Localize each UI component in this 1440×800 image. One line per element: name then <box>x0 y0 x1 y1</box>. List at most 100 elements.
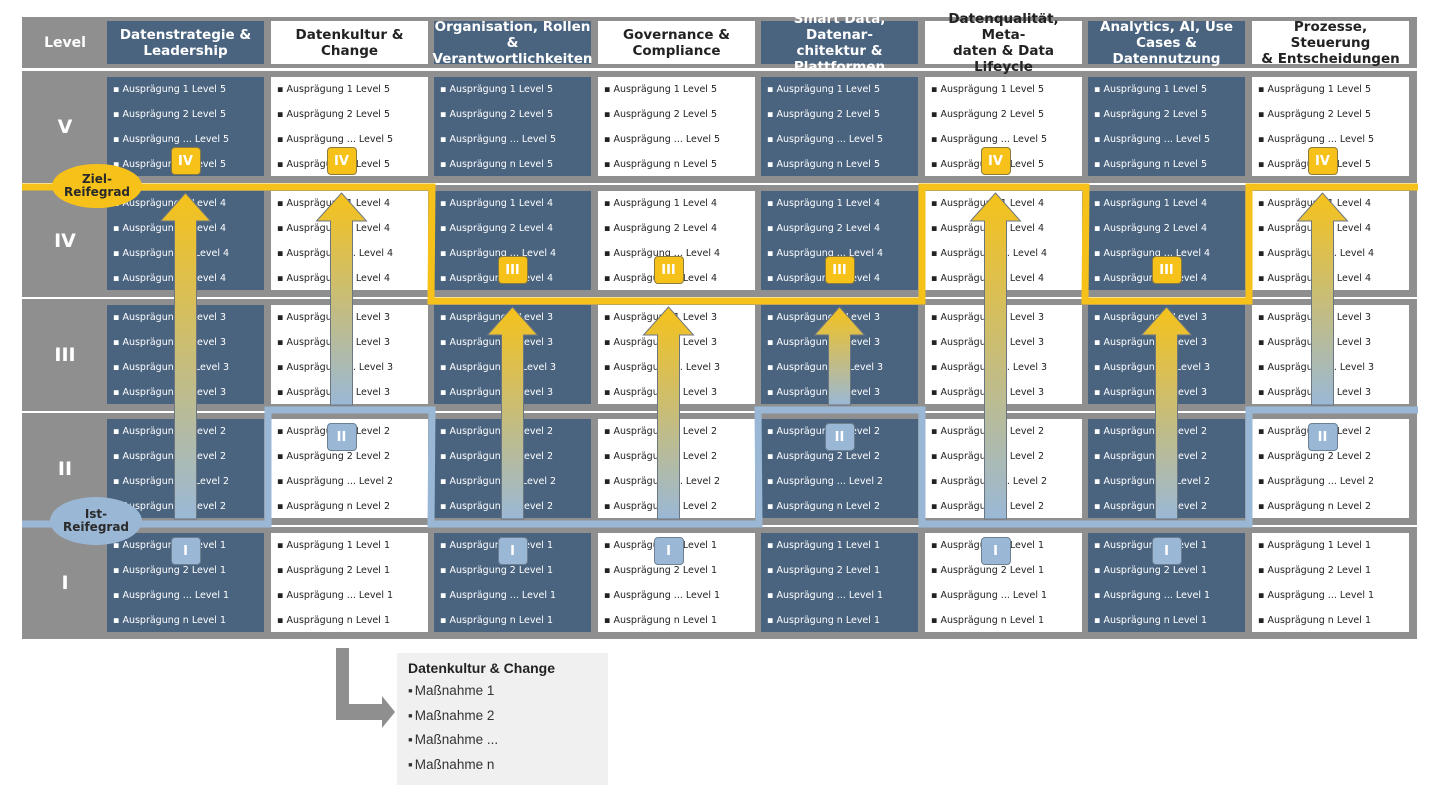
cell-item: Ausprägung 2 Level 5 <box>604 106 755 131</box>
cell-item: Ausprägung ... Level 1 <box>1094 587 1245 612</box>
maturity-step-arrow <box>642 306 695 520</box>
cell-item: Ausprägung 1 Level 5 <box>440 81 591 106</box>
cell-item: Ausprägung 2 Level 2 <box>767 448 918 473</box>
current-marker: I <box>653 537 684 565</box>
target-marker: III <box>653 256 684 284</box>
target-marker: IV <box>1307 147 1338 175</box>
cell-item: Ausprägung n Level 2 <box>277 498 428 523</box>
cell-item: Ausprägung n Level 1 <box>1258 612 1409 637</box>
target-marker: III <box>1151 256 1182 284</box>
matrix-cell: Ausprägung 1 Level 5Ausprägung 2 Level 5… <box>1088 77 1245 176</box>
column-header: Datenstrategie & Leadership <box>107 21 264 64</box>
cell-item: Ausprägung n Level 2 <box>1258 498 1409 523</box>
cell-item: Ausprägung n Level 1 <box>767 612 918 637</box>
cell-item: Ausprägung ... Level 5 <box>113 131 264 156</box>
cell-item: Ausprägung 2 Level 5 <box>440 106 591 131</box>
maturity-step-arrow <box>1140 306 1193 520</box>
cell-item: Ausprägung 2 Level 1 <box>277 562 428 587</box>
cell-item: Ausprägung 1 Level 5 <box>1258 81 1409 106</box>
current-marker: II <box>326 423 357 451</box>
cell-item: Ausprägung 1 Level 5 <box>113 81 264 106</box>
matrix-cell: Ausprägung 1 Level 1Ausprägung 2 Level 1… <box>1252 533 1409 632</box>
cell-item: Ausprägung n Level 1 <box>604 612 755 637</box>
cell-item: Ausprägung ... Level 5 <box>1258 131 1409 156</box>
cell-item: Ausprägung 1 Level 1 <box>1258 537 1409 562</box>
cell-item: Ausprägung ... Level 5 <box>931 131 1082 156</box>
cell-item: Ausprägung 1 Level 4 <box>604 195 755 220</box>
column-header: Prozesse, Steuerung & Entscheidungen <box>1252 19 1409 67</box>
cell-item: Ausprägung 1 Level 1 <box>767 537 918 562</box>
cell-item: Ausprägung ... Level 1 <box>440 587 591 612</box>
cell-item: Ausprägung 2 Level 2 <box>277 448 428 473</box>
maturity-step-arrow <box>315 192 368 406</box>
column-header: Organisation, Rollen & Verantwortlichkei… <box>432 18 593 67</box>
cell-item: Ausprägung 2 Level 5 <box>113 106 264 131</box>
cell-item: Ausprägung 2 Level 5 <box>1258 106 1409 131</box>
column-header: Governance & Compliance <box>598 21 755 64</box>
cell-item: Ausprägung 2 Level 1 <box>767 562 918 587</box>
cell-item: Ausprägung 1 Level 4 <box>113 195 264 220</box>
cell-item: Ausprägung 2 Level 1 <box>931 562 1082 587</box>
cell-item: Ausprägung ... Level 1 <box>1258 587 1409 612</box>
cell-item: Ausprägung 1 Level 4 <box>1094 195 1245 220</box>
matrix-cell: Ausprägung 1 Level 1Ausprägung 2 Level 1… <box>761 533 918 632</box>
cell-item: Ausprägung 1 Level 3 <box>767 309 918 334</box>
maturity-step-arrow <box>486 306 539 520</box>
callout-list: Maßnahme 1 Maßnahme 2 Maßnahme ... Maßna… <box>408 683 597 781</box>
target-marker: III <box>824 256 855 284</box>
cell-item: Ausprägung 2 Level 2 <box>1258 448 1409 473</box>
cell-item: Ausprägung ... Level 2 <box>767 473 918 498</box>
callout-item: Maßnahme 2 <box>408 708 597 733</box>
callout-item: Maßnahme ... <box>408 732 597 757</box>
current-maturity-label: Ist- Reifegrad <box>50 497 142 545</box>
cell-item: Ausprägung n Level 2 <box>767 498 918 523</box>
current-marker: II <box>1307 423 1338 451</box>
column-header: Analytics, AI, Use Cases & Datennutzung <box>1088 19 1245 67</box>
target-marker: III <box>497 256 528 284</box>
current-marker: I <box>497 537 528 565</box>
cell-item: Ausprägung ... Level 4 <box>767 245 918 270</box>
cell-item: Ausprägung ... Level 5 <box>440 131 591 156</box>
current-marker: I <box>170 537 201 565</box>
callout-connector-arrow <box>336 648 395 728</box>
cell-item: Ausprägung 1 Level 1 <box>277 537 428 562</box>
cell-item: Ausprägung n Level 1 <box>931 612 1082 637</box>
target-maturity-line <box>22 183 1418 305</box>
cell-item: Ausprägung ... Level 4 <box>440 245 591 270</box>
level-label: V <box>57 116 73 138</box>
cell-item: Ausprägung 2 Level 1 <box>1094 562 1245 587</box>
level-label: I <box>61 572 69 594</box>
cell-item: Ausprägung n Level 1 <box>113 612 264 637</box>
cell-item: Ausprägung ... Level 5 <box>604 131 755 156</box>
cell-item: Ausprägung 1 Level 5 <box>1094 81 1245 106</box>
target-maturity-label: Ziel- Reifegrad <box>52 164 142 208</box>
target-marker: IV <box>326 147 357 175</box>
cell-item: Ausprägung 1 Level 4 <box>767 195 918 220</box>
cell-item: Ausprägung n Level 1 <box>277 612 428 637</box>
matrix-cell: Ausprägung 1 Level 5Ausprägung 2 Level 5… <box>761 77 918 176</box>
cell-item: Ausprägung ... Level 4 <box>604 245 755 270</box>
column-header: Smart Data, Datenar- chitektur & Plattfo… <box>761 11 918 75</box>
cell-item: Ausprägung 1 Level 5 <box>931 81 1082 106</box>
target-marker: IV <box>170 147 201 175</box>
maturity-step-arrow <box>813 306 866 406</box>
cell-item: Ausprägung 2 Level 5 <box>277 106 428 131</box>
cell-item: Ausprägung 2 Level 1 <box>604 562 755 587</box>
cell-item: Ausprägung n Level 1 <box>1094 612 1245 637</box>
maturity-step-arrow <box>1296 192 1349 406</box>
matrix-cell: Ausprägung 1 Level 5Ausprägung 2 Level 5… <box>434 77 591 176</box>
cell-item: Ausprägung ... Level 1 <box>277 587 428 612</box>
cell-item: Ausprägung n Level 5 <box>1094 156 1245 181</box>
cell-item: Ausprägung 1 Level 3 <box>440 309 591 334</box>
current-marker: II <box>824 423 855 451</box>
cell-item: Ausprägung 1 Level 5 <box>604 81 755 106</box>
level-label: II <box>57 458 73 480</box>
cell-item: Ausprägung n Level 1 <box>440 612 591 637</box>
level-header: Level <box>44 34 86 51</box>
cell-item: Ausprägung ... Level 5 <box>277 131 428 156</box>
cell-item: Ausprägung 2 Level 4 <box>440 220 591 245</box>
cell-item: Ausprägung ... Level 1 <box>767 587 918 612</box>
current-marker: I <box>980 537 1011 565</box>
cell-item: Ausprägung 2 Level 5 <box>931 106 1082 131</box>
